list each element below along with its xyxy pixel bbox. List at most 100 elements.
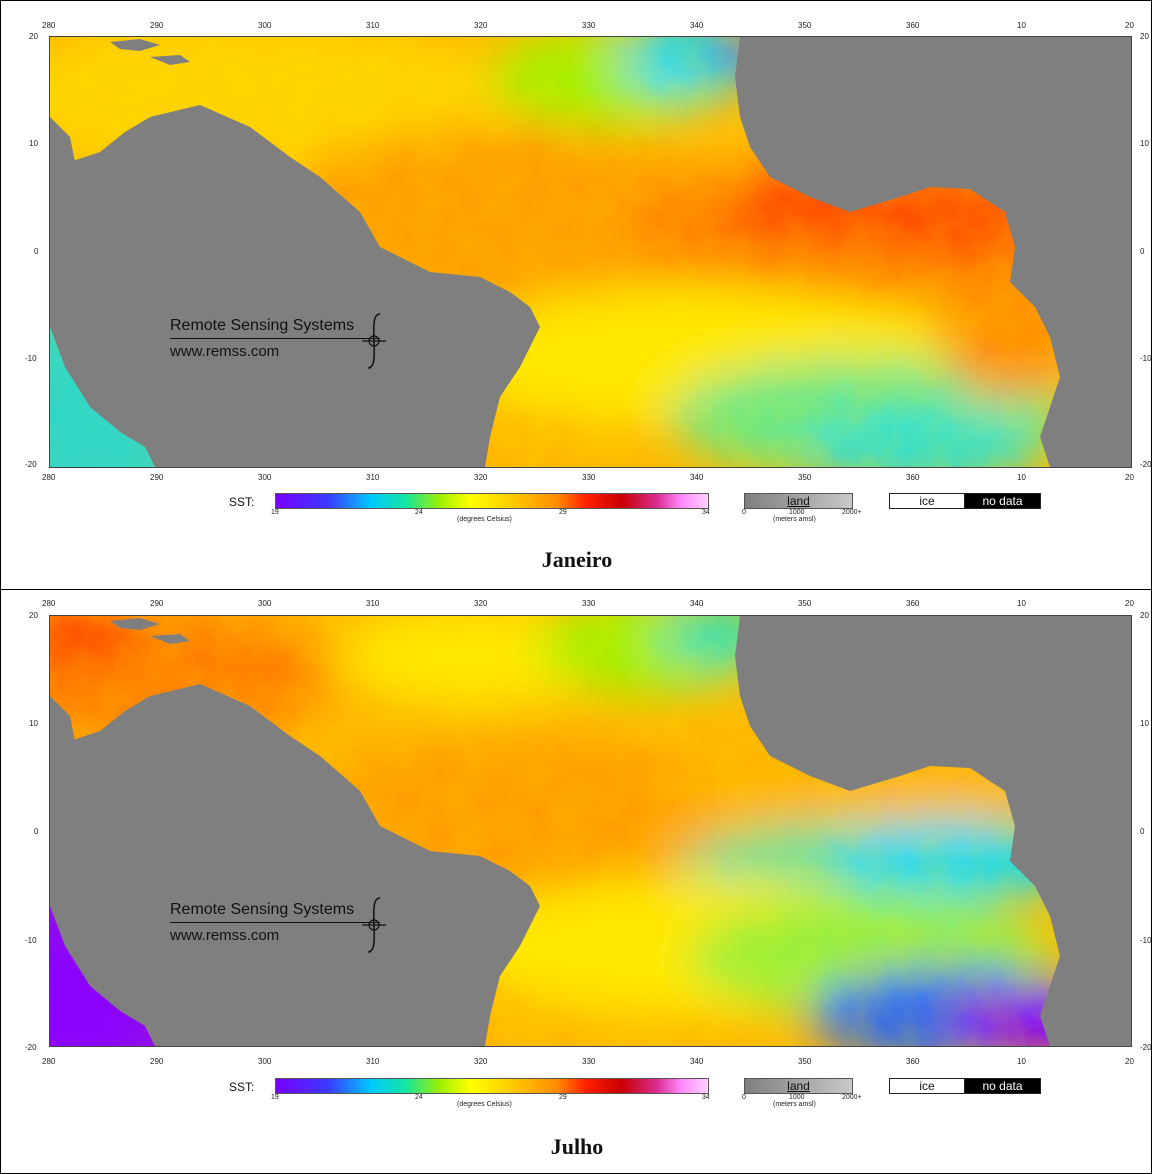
sst-legend-label: SST: [229,1080,255,1094]
y-tick-left: 20 [29,32,38,41]
no-data-legend: no data [964,493,1041,509]
x-tick-top: 300 [258,21,272,30]
x-tick-top: 280 [42,599,56,608]
sst-map-julho: Remote Sensing Systems www.remss.com [49,615,1132,1047]
land-tick: 2000+ [842,509,862,516]
y-tick-right: 10 [1140,719,1149,728]
x-tick-bottom: 300 [258,1057,272,1066]
x-tick-top: 280 [42,21,56,30]
x-tick-top: 320 [474,21,488,30]
y-tick-right: 0 [1140,247,1145,256]
sst-tick: 29 [559,1094,567,1101]
map-caption: Janeiro [541,547,613,572]
land-tick: 1000 [789,509,805,516]
no-data-legend: no data [964,1078,1041,1094]
sst-colorbar [275,1078,709,1094]
x-tick-bottom: 340 [690,1057,704,1066]
y-tick-right: 20 [1140,32,1149,41]
watermark-line1: Remote Sensing Systems [170,317,355,334]
x-tick-bottom: 310 [366,473,380,482]
sst-map-janeiro: Remote Sensing Systems www.remss.com [49,36,1132,468]
x-tick-top: 340 [690,21,704,30]
land-colorbar: land [744,1078,853,1094]
rss-logo-icon [362,897,386,953]
y-tick-right: -20 [1140,460,1152,469]
watermark-line2: www.remss.com [170,927,280,944]
y-tick-right: -10 [1140,354,1152,363]
y-tick-right: 0 [1140,827,1145,836]
y-tick-right: -10 [1140,936,1152,945]
watermark-line1: Remote Sensing Systems [170,901,355,918]
land-tick: 0 [742,509,746,516]
sst-unit: (degrees Celsius) [457,516,512,523]
y-tick-left: -20 [25,460,37,469]
sst-legend-label: SST: [229,495,255,509]
sst-tick: 24 [415,509,423,516]
y-tick-left: -10 [25,354,37,363]
x-tick-top: 340 [690,599,704,608]
sst-tick: 34 [702,1094,710,1101]
x-tick-top: 20 [1125,21,1134,30]
watermark: Remote Sensing Systems www.remss.com [170,313,354,365]
sst-tick: 19 [271,509,279,516]
land-tick: 1000 [789,1094,805,1101]
y-tick-left: 0 [34,827,39,836]
x-tick-bottom: 320 [474,473,488,482]
x-tick-bottom: 350 [798,473,812,482]
map-caption: Julho [550,1134,604,1159]
watermark-rule [170,922,380,923]
rss-logo-icon [362,313,386,369]
x-tick-top: 350 [798,599,812,608]
sst-unit: (degrees Celsius) [457,1101,512,1108]
x-tick-top: 310 [366,21,380,30]
x-tick-bottom: 340 [690,473,704,482]
ice-legend: ice [889,1078,965,1094]
x-tick-bottom: 20 [1125,473,1134,482]
x-tick-top: 330 [582,599,596,608]
x-tick-bottom: 300 [258,473,272,482]
y-tick-right: 20 [1140,611,1149,620]
ice-legend: ice [889,493,965,509]
x-tick-top: 350 [798,21,812,30]
y-tick-left: -20 [25,1043,37,1052]
x-tick-top: 310 [366,599,380,608]
y-tick-right: 10 [1140,139,1149,148]
x-tick-top: 300 [258,599,272,608]
x-tick-bottom: 280 [42,473,56,482]
sst-tick: 29 [559,509,567,516]
x-tick-bottom: 330 [582,473,596,482]
land-tick: 0 [742,1094,746,1101]
x-tick-top: 330 [582,21,596,30]
x-tick-top: 320 [474,599,488,608]
x-tick-bottom: 280 [42,1057,56,1066]
legend-janeiro: SST: 19 24 29 34 (degrees Celsius) land … [1,491,1153,531]
x-tick-bottom: 360 [906,473,920,482]
watermark-rule [170,338,380,339]
sst-tick: 19 [271,1094,279,1101]
land-label: land [787,494,810,508]
x-tick-top: 10 [1017,21,1026,30]
x-tick-top: 290 [150,599,164,608]
x-tick-bottom: 360 [906,1057,920,1066]
x-tick-top: 360 [906,599,920,608]
sst-tick: 24 [415,1094,423,1101]
x-tick-bottom: 320 [474,1057,488,1066]
sst-colorbar [275,493,709,509]
watermark: Remote Sensing Systems www.remss.com [170,897,354,949]
watermark-line2: www.remss.com [170,343,280,360]
x-tick-bottom: 290 [150,473,164,482]
land-tick: 2000+ [842,1094,862,1101]
land-unit: (meters amsl) [773,516,816,523]
sst-map-image [50,37,1131,467]
x-tick-bottom: 290 [150,1057,164,1066]
x-tick-top: 20 [1125,599,1134,608]
y-tick-left: 20 [29,611,38,620]
x-tick-bottom: 330 [582,1057,596,1066]
x-tick-top: 10 [1017,599,1026,608]
x-tick-top: 360 [906,21,920,30]
x-tick-bottom: 350 [798,1057,812,1066]
land-label: land [787,1079,810,1093]
legend-julho: SST: 19 24 29 34 (degrees Celsius) land … [1,1076,1153,1116]
y-tick-left: -10 [25,936,37,945]
x-tick-top: 290 [150,21,164,30]
